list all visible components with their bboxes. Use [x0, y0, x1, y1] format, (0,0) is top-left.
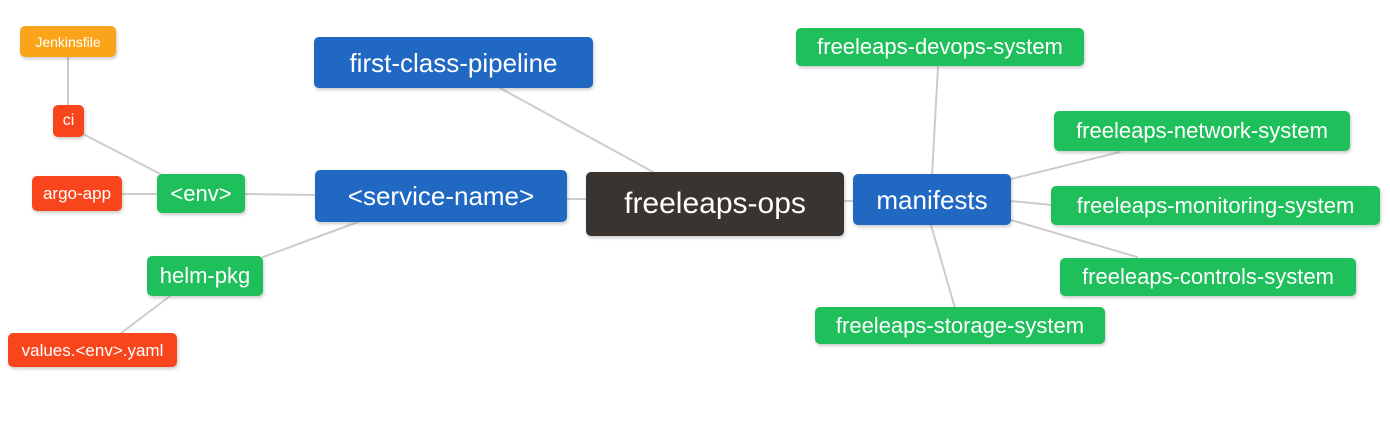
edge-helm-pkg-to-service-name — [262, 221, 359, 258]
edge-helm-pkg-to-values-env-yaml — [119, 295, 171, 335]
mindmap-node-freeleaps-devops-system[interactable]: freeleaps-devops-system — [796, 28, 1084, 66]
edge-manifests-to-freeleaps-devops-system — [931, 66, 939, 176]
mindmap-node-jenkinsfile[interactable]: Jenkinsfile — [20, 26, 116, 57]
edge-ci-to-env — [82, 133, 169, 179]
edge-first-class-pipeline-to-freeleaps-ops — [499, 87, 654, 173]
mindmap-node-service-name[interactable]: <service-name> — [315, 170, 567, 222]
mindmap-node-manifests[interactable]: manifests — [853, 174, 1011, 225]
edge-manifests-to-freeleaps-storage-system — [930, 224, 956, 309]
mindmap-node-freeleaps-ops[interactable]: freeleaps-ops — [586, 172, 844, 236]
edge-env-to-service-name — [244, 193, 317, 196]
edge-manifests-to-freeleaps-controls-system — [1010, 219, 1138, 258]
mindmap-node-freeleaps-monitoring-system[interactable]: freeleaps-monitoring-system — [1051, 186, 1380, 225]
mindmap-node-ci[interactable]: ci — [53, 105, 84, 137]
edge-manifests-to-freeleaps-network-system — [1010, 151, 1121, 180]
mindmap-node-helm-pkg[interactable]: helm-pkg — [147, 256, 263, 296]
mindmap-node-freeleaps-controls-system[interactable]: freeleaps-controls-system — [1060, 258, 1356, 296]
mindmap-node-freeleaps-network-system[interactable]: freeleaps-network-system — [1054, 111, 1350, 151]
mindmap-node-first-class-pipeline[interactable]: first-class-pipeline — [314, 37, 593, 88]
mindmap-node-values-env-yaml[interactable]: values.<env>.yaml — [8, 333, 177, 367]
edge-manifests-to-freeleaps-monitoring-system — [1010, 200, 1053, 206]
mindmap-node-argo-app[interactable]: argo-app — [32, 176, 122, 211]
mindmap-node-freeleaps-storage-system[interactable]: freeleaps-storage-system — [815, 307, 1105, 344]
mindmap-node-env[interactable]: <env> — [157, 174, 245, 213]
